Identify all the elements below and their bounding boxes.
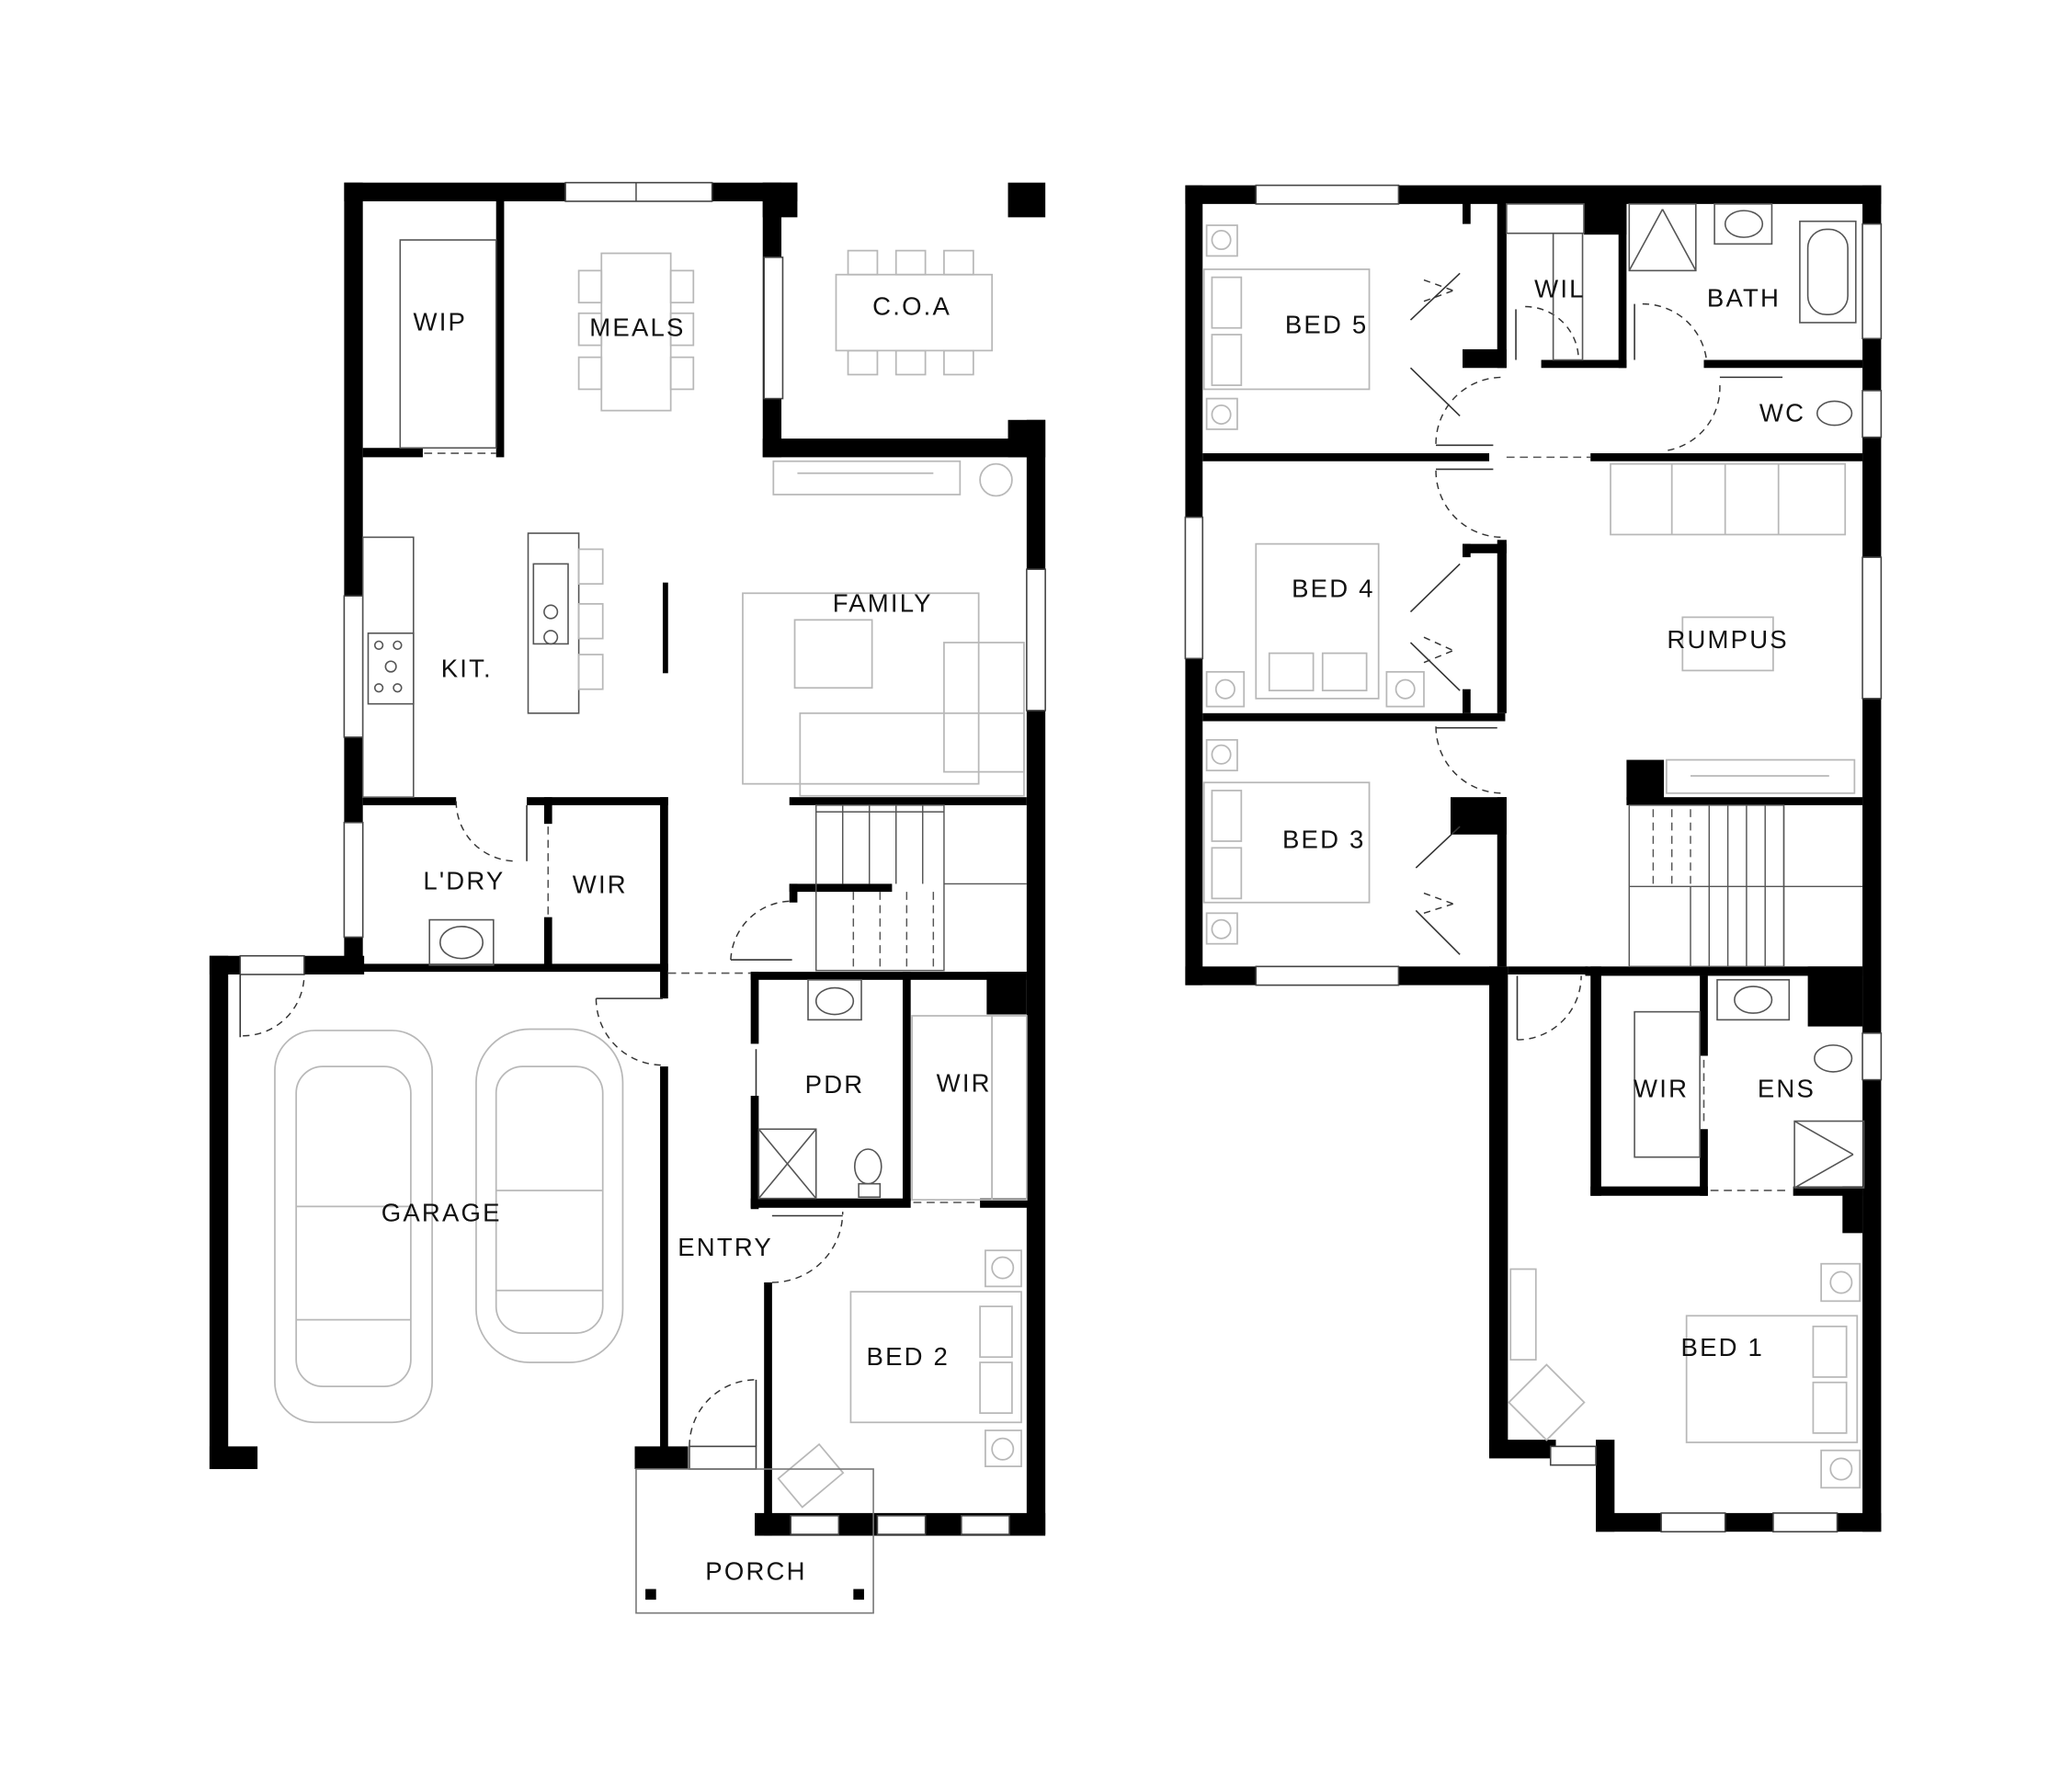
room-label-kitchen: KIT.	[441, 655, 493, 683]
room-label-bed3: BED 3	[1282, 825, 1366, 853]
room-label-laundry: L'DRY	[423, 866, 505, 894]
room-label-wir-bed1: WIR	[1634, 1074, 1689, 1102]
room-label-rumpus: RUMPUS	[1667, 625, 1788, 654]
room-label-family: FAMILY	[833, 589, 933, 618]
room-label-wc: WC	[1759, 398, 1805, 427]
room-label-bed5: BED 5	[1285, 311, 1369, 339]
first-floor-doors	[1409, 272, 1791, 1191]
ground-floor-labels: WIP MEALS C.O.A KIT. FAMILY L'DRY WIR GA…	[381, 291, 992, 1585]
room-label-entry: ENTRY	[677, 1233, 773, 1261]
room-label-meals: MEALS	[589, 313, 685, 341]
room-label-coa: C.O.A	[872, 291, 951, 320]
ground-floor-windows	[239, 181, 1046, 1535]
room-label-wir-laundry: WIR	[573, 871, 628, 899]
first-floor-furniture	[1202, 203, 1865, 1489]
first-floor: BED 5 WIL BATH WC BED 4 RUMPUS BED 3 WIR…	[1184, 184, 1883, 1532]
first-floor-walls	[1185, 185, 1882, 1532]
porch	[635, 1468, 874, 1614]
ground-floor-doors	[239, 452, 981, 1470]
room-label-garage: GARAGE	[381, 1198, 502, 1226]
garage-cars	[274, 1028, 624, 1424]
ground-floor-furniture	[361, 239, 1028, 1509]
first-floor-windows	[1184, 184, 1883, 1532]
room-label-bed4: BED 4	[1292, 575, 1375, 603]
room-label-wir-bed2: WIR	[937, 1069, 992, 1098]
room-label-pdr: PDR	[805, 1070, 865, 1099]
room-label-bed2: BED 2	[867, 1342, 951, 1371]
room-label-porch: PORCH	[705, 1556, 806, 1585]
ground-floor-stairs	[815, 804, 1027, 972]
ground-floor: WIP MEALS C.O.A KIT. FAMILY L'DRY WIR GA…	[209, 181, 1046, 1614]
room-label-ensuite: ENS	[1758, 1074, 1816, 1102]
room-label-bath: BATH	[1707, 284, 1781, 313]
room-label-bed1: BED 1	[1681, 1333, 1765, 1361]
first-floor-labels: BED 5 WIL BATH WC BED 4 RUMPUS BED 3 WIR…	[1282, 274, 1816, 1361]
ground-floor-walls	[209, 182, 1046, 1536]
room-label-wip: WIP	[414, 308, 468, 336]
room-label-wil: WIL	[1534, 274, 1586, 302]
first-floor-stairs	[1628, 804, 1863, 968]
